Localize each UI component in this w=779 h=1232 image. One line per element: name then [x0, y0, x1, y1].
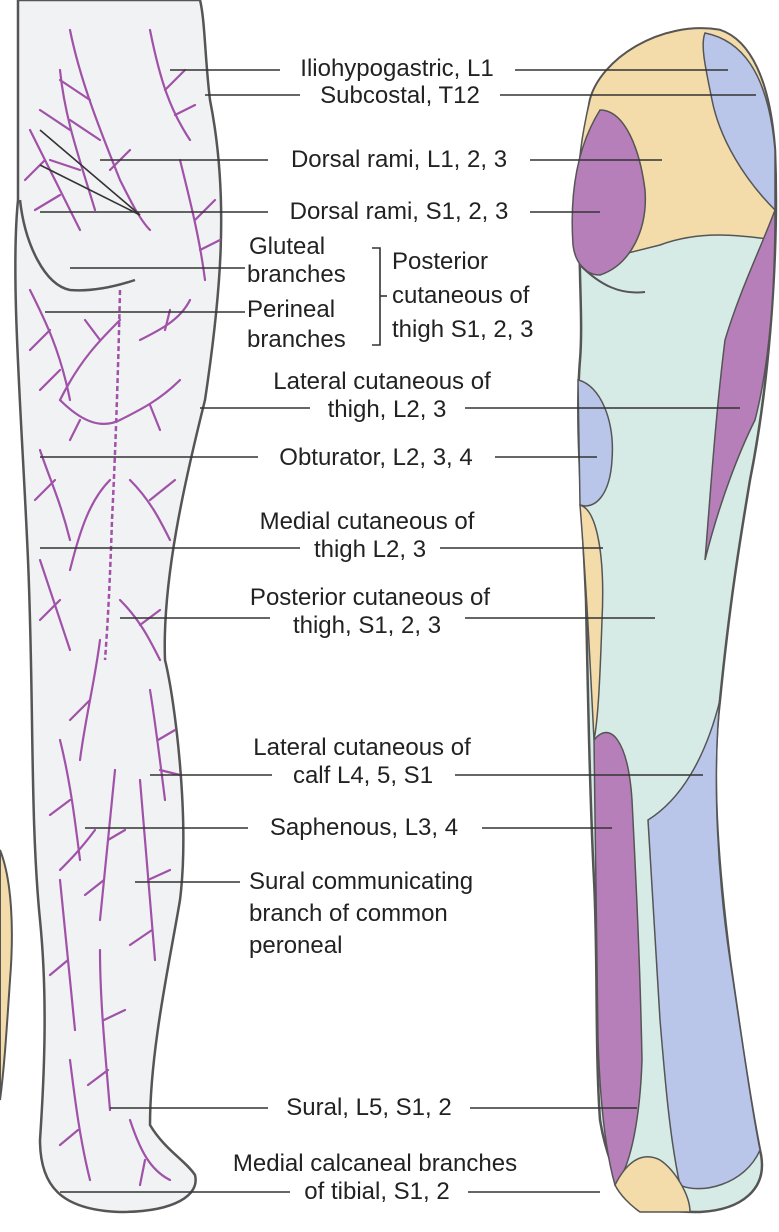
label-lateral-cutaneous-calf-1: Lateral cutaneous of: [251, 734, 473, 762]
label-sural-communicating-3: peroneal: [247, 932, 344, 960]
label-lateral-cutaneous-thigh-2: thigh, L2, 3: [326, 396, 449, 424]
label-saphenous: Saphenous, L3, 4: [268, 814, 460, 842]
label-medial-calcaneal-1: Medial calcaneal branches: [231, 1150, 519, 1178]
left-leg-nerves: [0, 0, 221, 1212]
label-medial-calcaneal-2: of tibial, S1, 2: [302, 1178, 451, 1206]
label-sural: Sural, L5, S1, 2: [284, 1094, 453, 1122]
label-lateral-cutaneous-thigh-1: Lateral cutaneous of: [271, 368, 493, 396]
label-sural-communicating-1: Sural communicating: [247, 868, 475, 896]
right-leg-dermatomes: [572, 28, 776, 1212]
label-sural-communicating-2: branch of common: [247, 900, 450, 928]
label-posterior-cutaneous-thigh-1: Posterior cutaneous of: [248, 584, 492, 612]
label-iliohypogastric: Iliohypogastric, L1: [298, 55, 495, 83]
other-leg-edge: [0, 850, 12, 1100]
label-medial-cutaneous-thigh-2: thigh L2, 3: [312, 536, 428, 564]
label-perineal-1: Perineal: [245, 296, 337, 324]
left-leg-outline: [15, 0, 221, 1212]
label-posterior-brace-3: thigh S1, 2, 3: [390, 316, 535, 344]
label-obturator: Obturator, L2, 3, 4: [277, 444, 474, 472]
label-medial-cutaneous-thigh-1: Medial cutaneous of: [258, 508, 477, 536]
label-dorsal-rami-sacral: Dorsal rami, S1, 2, 3: [288, 198, 511, 226]
label-dorsal-rami-lumbar: Dorsal rami, L1, 2, 3: [289, 146, 509, 174]
label-lateral-cutaneous-calf-2: calf L4, 5, S1: [291, 762, 435, 790]
label-posterior-cutaneous-thigh-2: thigh, S1, 2, 3: [291, 612, 443, 640]
label-posterior-brace-2: cutaneous of: [390, 282, 531, 310]
label-posterior-brace-1: Posterior: [390, 248, 490, 276]
label-subcostal: Subcostal, T12: [318, 82, 482, 110]
label-perineal-2: branches: [245, 326, 348, 354]
label-gluteal-2: branches: [245, 261, 348, 289]
label-gluteal-1: Gluteal: [247, 233, 327, 261]
